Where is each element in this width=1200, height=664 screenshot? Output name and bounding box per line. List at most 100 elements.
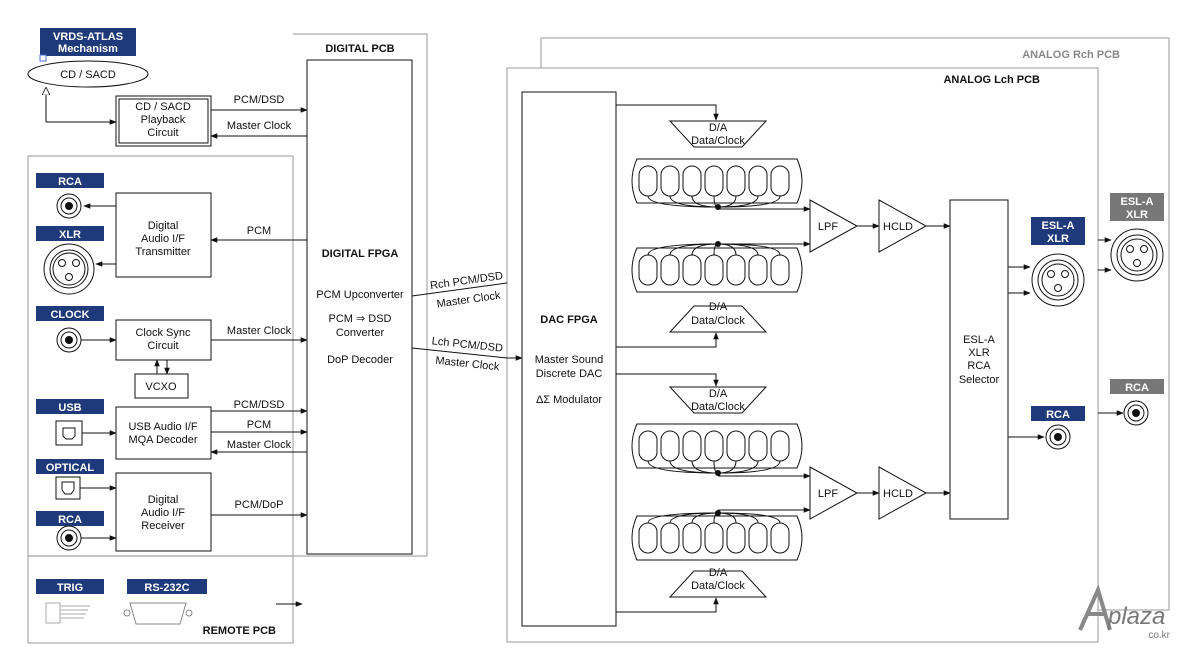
fpga-line4: DoP Decoder xyxy=(327,354,393,366)
da-block-1: D/A Data/Clock xyxy=(616,104,768,148)
rch-esl-badge-line1: ESL-A xyxy=(1121,196,1154,208)
discrete-dac-chains xyxy=(631,158,803,561)
clock-badge: CLOCK xyxy=(50,309,89,321)
playback-line3: Circuit xyxy=(147,127,178,139)
vcxo-label: VCXO xyxy=(145,381,177,393)
dac-element xyxy=(748,522,768,554)
usb-if-line1: USB Audio I/F xyxy=(128,421,197,433)
playback-line1: CD / SACD xyxy=(135,101,191,113)
watermark-sub: co.kr xyxy=(1148,630,1170,641)
digital-fpga-title: DIGITAL FPGA xyxy=(322,248,399,260)
dac-fan-line xyxy=(691,243,719,256)
playback-line2: Playback xyxy=(141,114,186,126)
dac-element xyxy=(726,254,746,286)
pcm-dop-label: PCM/DoP xyxy=(235,499,284,511)
dac-fpga-box xyxy=(521,91,617,627)
digital-pcb-title: DIGITAL PCB xyxy=(325,43,394,55)
xlr-jack-icon xyxy=(43,243,95,295)
svg-text:Data/Clock: Data/Clock xyxy=(691,401,745,413)
top-pcm-dsd-label: PCM/DSD xyxy=(234,94,285,106)
dac-line1: Master Sound xyxy=(535,354,603,366)
remote-pcb-title: REMOTE PCB xyxy=(203,625,276,637)
watermark-logo: plaza co.kr xyxy=(1078,584,1171,641)
dac-fan-line xyxy=(691,512,719,524)
hcld-upper-label: HCLD xyxy=(883,221,913,233)
lpf-lower-label: LPF xyxy=(818,488,838,500)
dac-element xyxy=(704,254,724,286)
dac-element xyxy=(682,254,702,286)
transmitter-line2: Audio I/F xyxy=(141,233,185,245)
dac-element xyxy=(704,165,724,197)
rca-badge: RCA xyxy=(58,176,82,188)
dac-tap-node xyxy=(715,470,721,476)
analog-lch-title: ANALOG Lch PCB xyxy=(943,74,1040,86)
optical-badge: OPTICAL xyxy=(46,462,95,474)
fpga-line2: PCM ⇒ DSD xyxy=(329,313,392,325)
dac-chain-outline xyxy=(631,423,803,469)
hcld-lower-label: HCLD xyxy=(883,488,913,500)
dac-fan-line xyxy=(691,195,719,208)
svg-text:Data/Clock: Data/Clock xyxy=(691,315,745,327)
selector-box xyxy=(949,199,1009,520)
clock-sync-box xyxy=(115,319,212,361)
top-master-clock-label: Master Clock xyxy=(227,120,292,132)
trig-badge: TRIG xyxy=(57,582,83,594)
transmitter-line1: Digital xyxy=(148,220,179,232)
dac-element xyxy=(726,430,746,462)
receiver-line2: Audio I/F xyxy=(141,507,185,519)
lch-master-clock-label: Master Clock xyxy=(435,355,501,374)
fpga-line3: Converter xyxy=(336,327,385,339)
dac-element xyxy=(638,165,658,197)
dac-element xyxy=(770,430,790,462)
svg-text:D/A: D/A xyxy=(709,301,728,313)
selector-line4: Selector xyxy=(959,374,1000,386)
selector-line1: ESL-A xyxy=(963,334,995,346)
dac-element xyxy=(660,254,680,286)
dac-chain-outline xyxy=(631,247,803,293)
disc-label: CD / SACD xyxy=(60,69,116,81)
receiver-line1: Digital xyxy=(148,494,179,506)
mechanism-badge-line2: Mechanism xyxy=(58,43,118,55)
disc-ellipse xyxy=(27,60,149,88)
dac-fan-line xyxy=(691,460,719,474)
mechanism-badge-line1: VRDS-ATLAS xyxy=(53,31,123,43)
dac-element xyxy=(770,522,790,554)
lch-rca-badge: RCA xyxy=(1046,409,1070,421)
selector-line2: XLR xyxy=(968,347,989,359)
dac-chain-outline xyxy=(631,515,803,561)
dac-element xyxy=(748,165,768,197)
mechanism-handle xyxy=(39,54,47,62)
da-block-3: D/A Data/Clock xyxy=(616,373,768,414)
dac-tap-node xyxy=(715,510,721,516)
da-block-2: D/A Data/Clock xyxy=(616,301,768,348)
dac-element xyxy=(660,165,680,197)
dac-element xyxy=(660,522,680,554)
lch-esl-badge-line2: XLR xyxy=(1047,233,1069,245)
pcm-label: PCM xyxy=(247,225,271,237)
watermark-text: plaza xyxy=(1107,603,1165,630)
dac-element xyxy=(726,522,746,554)
dac-element xyxy=(748,254,768,286)
hcld-upper xyxy=(878,199,928,253)
dac-line2: Discrete DAC xyxy=(536,368,603,380)
vcxo-box xyxy=(134,373,189,399)
svg-text:Data/Clock: Data/Clock xyxy=(691,135,745,147)
dac-element xyxy=(682,522,702,554)
usb-master-clock-label: Master Clock xyxy=(227,439,292,451)
remote-pcb-outline xyxy=(27,555,294,644)
dac-element xyxy=(638,254,658,286)
clock-sync-line2: Circuit xyxy=(147,340,178,352)
dac-element xyxy=(638,522,658,554)
dac-fan-line xyxy=(717,460,781,474)
rca-in-badge: RCA xyxy=(58,514,82,526)
transmitter-box xyxy=(115,192,212,278)
svg-text:Data/Clock: Data/Clock xyxy=(691,580,745,592)
hcld-lower xyxy=(878,466,928,520)
rs232-badge: RS-232C xyxy=(144,582,189,594)
mechanism-badge xyxy=(40,28,136,56)
dac-element xyxy=(704,522,724,554)
svg-text:D/A: D/A xyxy=(709,567,728,579)
fpga-line1: PCM Upconverter xyxy=(316,289,404,301)
rch-rca-badge: RCA xyxy=(1125,382,1149,394)
